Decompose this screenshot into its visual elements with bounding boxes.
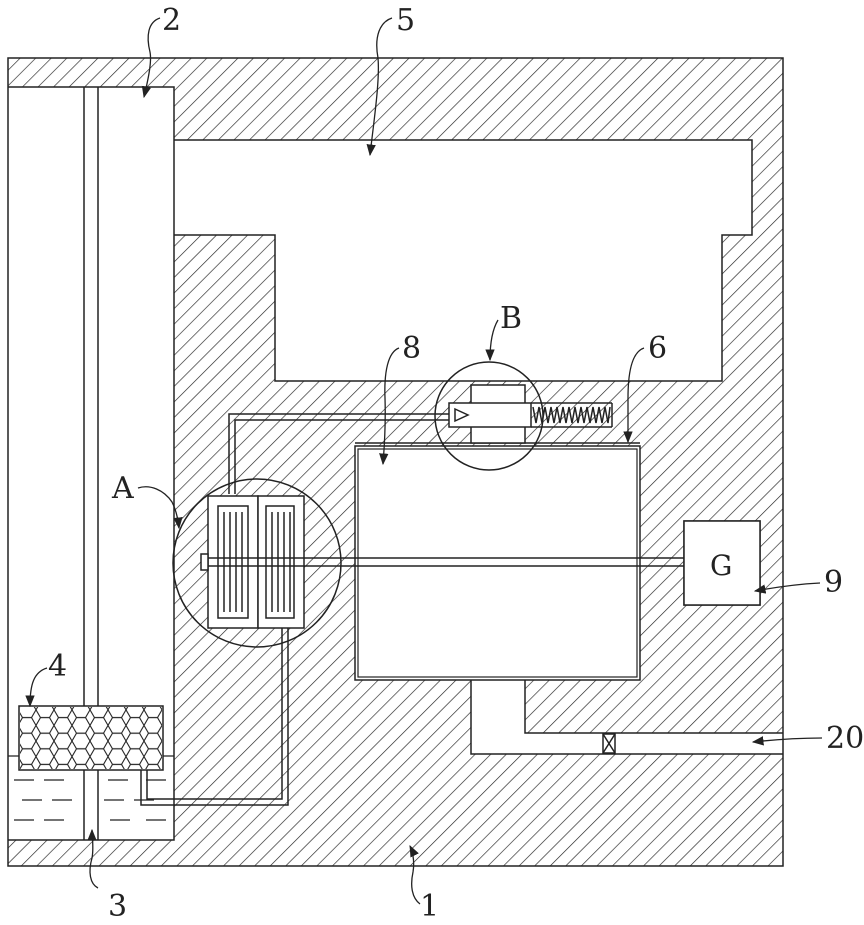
label-4: 4: [48, 649, 67, 684]
coupling-assembly: [201, 496, 304, 628]
label-5: 5: [396, 3, 415, 38]
water-dashes: [14, 780, 166, 820]
label-2: 2: [162, 3, 181, 38]
chamber-box: [358, 449, 637, 677]
generator-label: G: [710, 549, 732, 582]
label-6: 6: [648, 331, 667, 366]
label-b: B: [500, 301, 522, 336]
label-9: 9: [824, 565, 843, 600]
label-3: 3: [108, 889, 127, 924]
label-1: 1: [420, 889, 439, 924]
label-8: 8: [402, 331, 421, 366]
honeycomb-pattern: [20, 707, 162, 769]
label-a: A: [111, 471, 134, 506]
outlet-valve: [603, 734, 615, 753]
label-20: 20: [826, 721, 864, 756]
